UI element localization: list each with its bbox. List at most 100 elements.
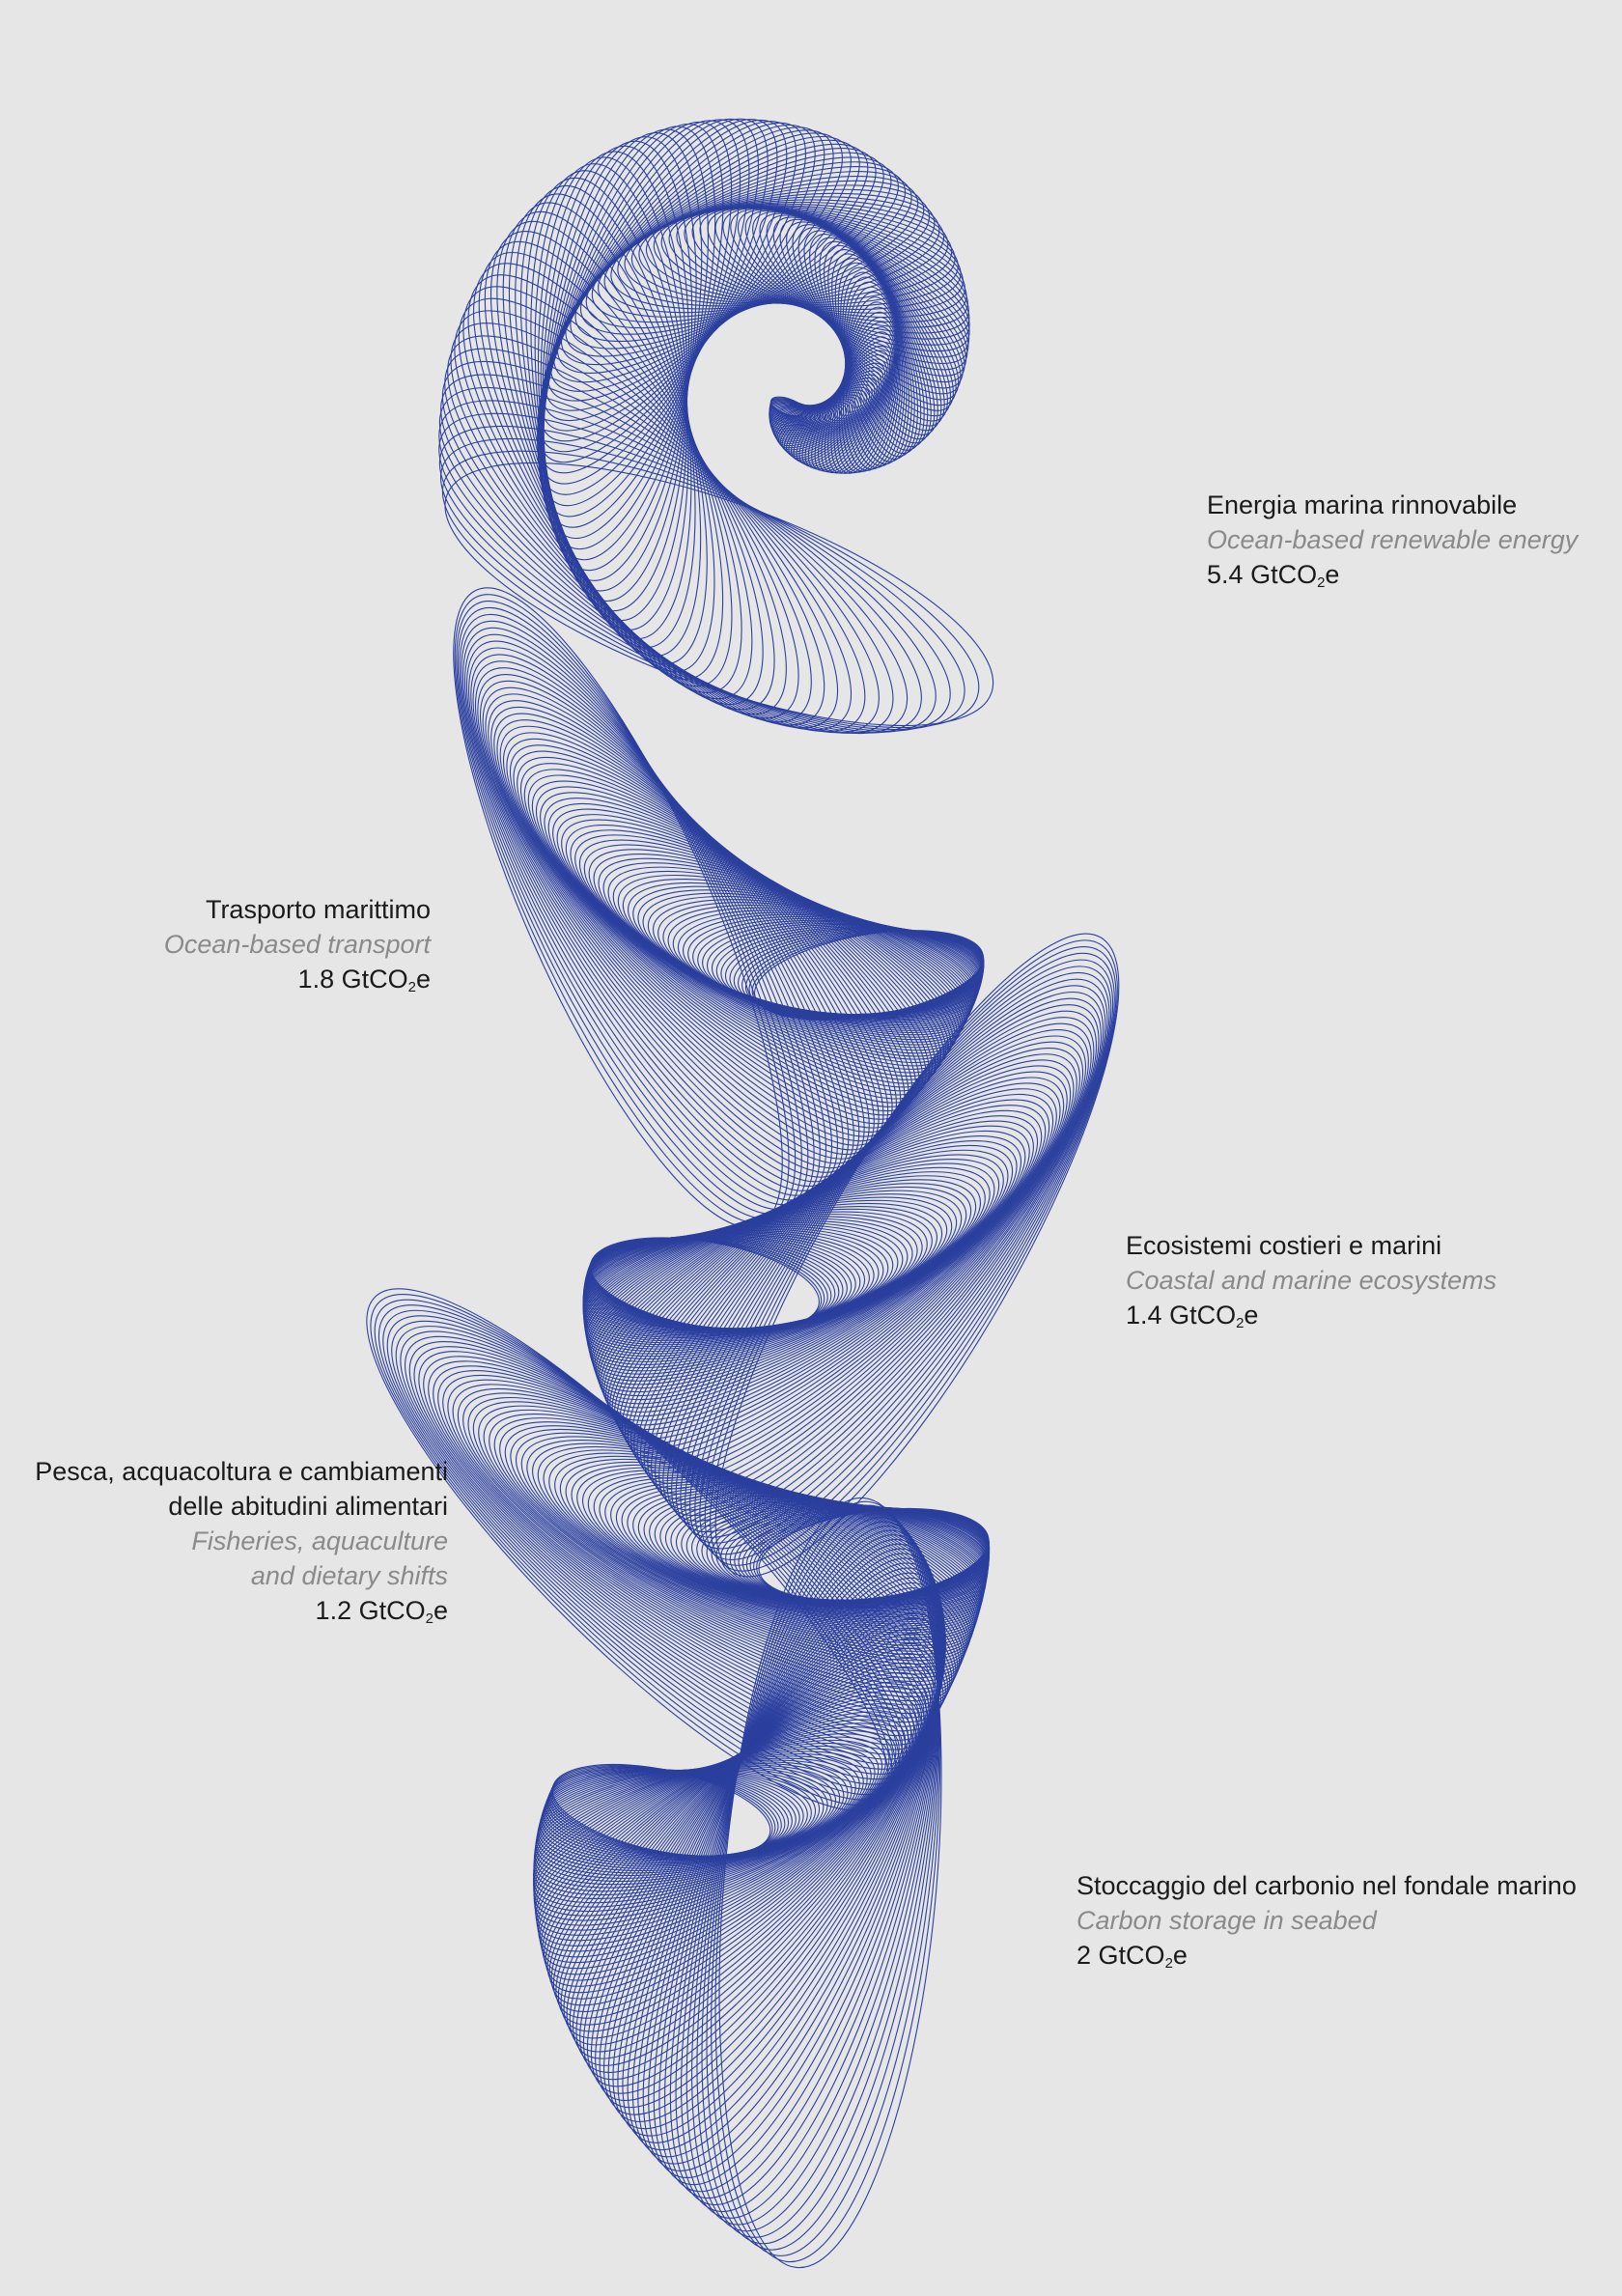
shell-line	[804, 362, 886, 469]
label-en: Ocean-based renewable energy	[1207, 525, 1579, 554]
shell-line	[447, 335, 853, 731]
shell-line	[842, 301, 902, 471]
shell-line	[566, 1653, 938, 2046]
shell-line	[539, 121, 733, 528]
shell-line	[555, 1671, 932, 2019]
label-ecosystems: Ecosistemi costieri e marini Coastal and…	[1126, 1228, 1496, 1332]
shell-line	[707, 207, 970, 340]
shell-line	[664, 1543, 942, 2199]
value: 1.4 GtCO2e	[1126, 1301, 1259, 1331]
shell-line	[843, 276, 912, 462]
shell-line	[737, 209, 969, 365]
shell-line	[675, 1534, 941, 2213]
shell-line	[542, 1703, 915, 1975]
label-en: Carbon storage in seabed	[1077, 1906, 1377, 1935]
shell-line	[685, 1526, 940, 2226]
shell-line	[844, 281, 909, 465]
shell-line	[441, 360, 880, 734]
shell-line	[534, 1733, 890, 1931]
shell-line	[565, 152, 884, 357]
label-it: delle abitudini alimentari	[168, 1492, 448, 1521]
shell-line	[541, 126, 716, 550]
shell-line	[544, 129, 834, 411]
shell-line	[722, 208, 970, 352]
shell-transport	[453, 587, 985, 1228]
shell-line	[532, 1750, 868, 1904]
label-fisheries: Pesca, acquacoltura e cambiamenti delle …	[35, 1454, 448, 1628]
shell-line	[537, 156, 688, 622]
shell-line	[627, 1577, 946, 2151]
shell-line	[535, 786, 934, 1092]
shell-line	[681, 1529, 940, 2219]
shell-line	[533, 1742, 880, 1917]
shell-line	[537, 119, 788, 463]
shell-line	[533, 1748, 872, 1908]
label-carbon-storage: Stoccaggio del carbonio nel fondale mari…	[1077, 1868, 1577, 1973]
label-en: Fisheries, aquaculture	[191, 1526, 448, 1555]
shell-line	[770, 404, 842, 436]
shell-line	[786, 386, 871, 457]
label-it: Pesca, acquacoltura e cambiamenti	[35, 1457, 448, 1486]
shell-line	[803, 230, 948, 422]
shell-line	[779, 394, 862, 451]
shell-line	[730, 208, 970, 358]
shell-line	[684, 207, 967, 323]
shell-line	[814, 237, 942, 432]
shell-line	[752, 210, 967, 377]
shell-line	[585, 171, 912, 329]
shell-line	[798, 370, 882, 466]
shell-line	[438, 412, 937, 733]
shell-line	[838, 311, 900, 473]
value: 1.8 GtCO2e	[297, 965, 431, 995]
shell-line	[540, 124, 816, 432]
shell-line	[537, 118, 769, 485]
label-en: Ocean-based transport	[163, 930, 431, 959]
shell-line	[546, 1690, 923, 1994]
shell-line	[691, 1521, 939, 2232]
shell-line	[563, 1657, 937, 2039]
shell-line	[801, 366, 884, 467]
value: 5.4 GtCO2e	[1207, 560, 1340, 591]
shell-line	[539, 1711, 909, 1964]
shell-line	[809, 234, 945, 427]
label-it: Trasporto marittimo	[205, 895, 431, 924]
shell-line	[543, 140, 693, 592]
shell-line	[624, 1071, 1068, 1459]
shell-line	[440, 374, 894, 734]
shell-line	[676, 206, 966, 319]
shell-line	[560, 148, 877, 366]
shell-line	[572, 1642, 940, 2059]
shell-line	[772, 402, 848, 440]
shell-line	[599, 1608, 946, 2109]
shell-line	[660, 205, 962, 311]
shell-line	[438, 425, 951, 732]
shell-line	[797, 227, 952, 417]
shell-line	[534, 1729, 893, 1936]
shell-line	[598, 180, 925, 318]
shell-line	[537, 119, 750, 507]
shell-line	[792, 224, 954, 411]
shell-line	[444, 348, 866, 733]
shell-line	[545, 1694, 920, 1987]
shell-line	[543, 132, 703, 572]
label-en: and dietary shifts	[250, 1561, 448, 1590]
value: 1.2 GtCO2e	[315, 1596, 448, 1627]
shell-line	[668, 206, 964, 314]
shell-line	[444, 462, 994, 727]
shell-line	[542, 128, 709, 561]
shell-line	[619, 1082, 1061, 1449]
shell-line	[579, 166, 907, 335]
shell-line	[591, 175, 919, 323]
shell-line	[438, 386, 909, 735]
shell-line	[543, 1698, 917, 1981]
shell-line	[714, 1500, 941, 2263]
shell-line	[834, 257, 925, 451]
shell-line	[542, 126, 825, 422]
shell-line	[844, 296, 904, 470]
shell-line	[553, 139, 860, 383]
label-transport: Trasporto marittimo Ocean-based transpor…	[164, 892, 431, 996]
shell-line	[542, 145, 690, 602]
shell-carbon-storage	[532, 1497, 946, 2269]
shell-line	[546, 132, 843, 402]
